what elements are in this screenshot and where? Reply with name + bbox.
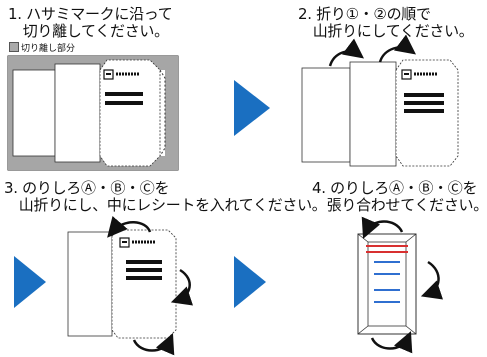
- step4-line1: 4. のりしろⒶ・Ⓑ・Ⓒを: [312, 179, 478, 197]
- fold-arrow-a: [107, 216, 152, 238]
- step4-caption: 4. のりしろⒶ・Ⓑ・Ⓒを 張り合わせてください。: [312, 180, 487, 214]
- next-step-arrow-2: [14, 256, 46, 308]
- step1-illustration: [7, 55, 179, 171]
- fold-arrow-1: [328, 38, 365, 67]
- step3-line2: 山折りにし、中にレシートを入れてください。: [4, 196, 327, 214]
- seal-arrow-a: [361, 216, 404, 239]
- cut-zone-left: [8, 70, 13, 156]
- next-step-arrow-3: [234, 256, 266, 308]
- step2-line2: 山折りにしてください。: [298, 22, 474, 40]
- seal-arrow-c: [370, 331, 413, 354]
- step3-illustration: [67, 216, 194, 356]
- step3-line1: 3. のりしろⒶ・Ⓑ・Ⓒを: [4, 179, 170, 197]
- step4-illustration: [357, 216, 444, 354]
- step2-illustration: [301, 34, 459, 167]
- step2-line1: 2. 折り①・②の順で: [298, 5, 431, 23]
- cut-area-label: 切り離し部分: [21, 44, 76, 54]
- step3-caption: 3. のりしろⒶ・Ⓑ・Ⓒを 山折りにし、中にレシートを入れてください。: [4, 180, 327, 214]
- fold-arrow-2: [378, 34, 417, 63]
- step2-caption: 2. 折り①・②の順で 山折りにしてください。: [298, 6, 474, 40]
- step4-line2: 張り合わせてください。: [312, 196, 487, 214]
- seal-arrow-b: [420, 260, 444, 300]
- cut-area-swatch: [9, 42, 19, 52]
- step1-caption: 1. ハサミマークに沿って 切り離してください。: [8, 5, 173, 40]
- cut-area-legend: 切り離し部分: [9, 42, 75, 55]
- step1-line1: 1. ハサミマークに沿って: [8, 5, 173, 23]
- cut-zone-right: [165, 70, 178, 156]
- fold-arrow-b: [170, 268, 194, 306]
- fold-arrow-c: [132, 333, 175, 356]
- next-step-arrow-1: [234, 80, 270, 136]
- step1-line2: 切り離してください。: [8, 22, 169, 40]
